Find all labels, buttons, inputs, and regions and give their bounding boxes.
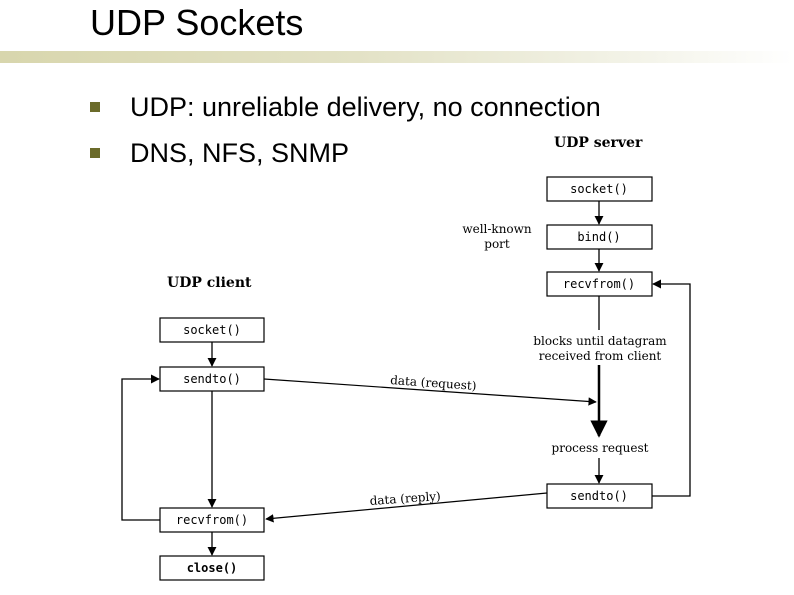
process-request-label: process request xyxy=(552,441,649,455)
message-arrows xyxy=(263,378,597,523)
server-flow-arrows xyxy=(590,201,691,497)
client-sendto-box: sendto() xyxy=(159,366,265,392)
client-socket-label: socket() xyxy=(183,323,241,337)
server-sendto-label: sendto() xyxy=(570,489,628,503)
client-close-box: close() xyxy=(159,555,265,581)
client-heading: UDP client xyxy=(167,275,252,291)
data-request-label: data (request) xyxy=(390,373,477,393)
client-close-label: close() xyxy=(187,561,238,575)
request-arrow xyxy=(263,378,597,406)
bullet-text-1: UDP: unreliable delivery, no connection xyxy=(130,91,601,122)
bullet-text-2: DNS, NFS, SNMP xyxy=(130,137,350,168)
well-known-label: well-known xyxy=(462,222,532,236)
bullet-item-1: UDP: unreliable delivery, no connection xyxy=(90,84,601,130)
server-recvfrom-label: recvfrom() xyxy=(563,277,635,291)
server-recvfrom-box: recvfrom() xyxy=(546,271,653,297)
bullet-list: UDP: unreliable delivery, no connection … xyxy=(90,84,601,176)
server-bind-label: bind() xyxy=(577,230,620,244)
server-socket-box: socket() xyxy=(546,176,653,202)
title-divider xyxy=(0,51,794,63)
server-socket-label: socket() xyxy=(570,182,628,196)
slide-title: UDP Sockets xyxy=(90,2,304,43)
square-bullet-icon xyxy=(90,102,100,112)
client-flow-arrows xyxy=(121,342,217,556)
blocks-label-line2: received from client xyxy=(539,349,662,363)
client-sendto-label: sendto() xyxy=(183,372,241,386)
client-socket-box: socket() xyxy=(159,317,265,343)
square-bullet-icon xyxy=(90,148,100,158)
server-heading: UDP server xyxy=(554,135,643,151)
server-bind-box: bind() xyxy=(546,224,653,250)
reply-arrow xyxy=(265,492,548,523)
data-reply-label: data (reply) xyxy=(369,489,441,508)
client-recvfrom-label: recvfrom() xyxy=(176,513,248,527)
arrow-client-loop xyxy=(121,374,160,521)
port-label: port xyxy=(484,237,510,251)
bullet-item-2: DNS, NFS, SNMP xyxy=(90,130,601,176)
server-sendto-box: sendto() xyxy=(546,483,653,509)
blocks-label-line1: blocks until datagram xyxy=(533,334,667,348)
client-recvfrom-box: recvfrom() xyxy=(159,507,265,533)
arrow-server-loop xyxy=(652,279,691,497)
